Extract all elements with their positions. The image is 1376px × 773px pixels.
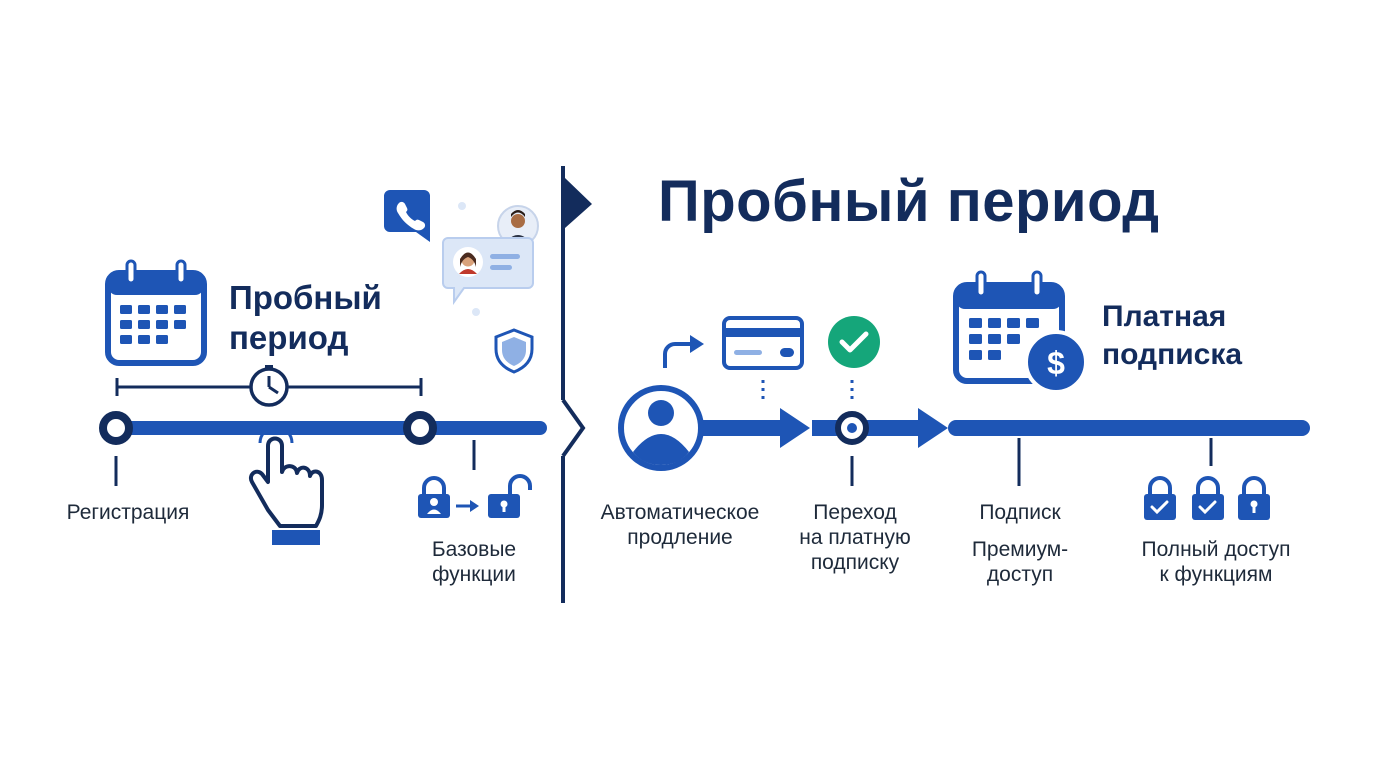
trial-block-title: Пробный период xyxy=(229,278,382,358)
curved-arrow-icon xyxy=(663,335,704,368)
user-circle-icon xyxy=(618,385,704,471)
step-basic-label: Базовые функции xyxy=(412,537,536,587)
step-transition-label: Переход на платную подписку xyxy=(785,500,925,575)
lock-person-icon xyxy=(418,476,450,518)
step-premium-label: Премиум- доступ xyxy=(955,537,1085,587)
paid-block-title: Платная подписка xyxy=(1102,298,1242,374)
check-circle-icon xyxy=(828,316,880,368)
basic-line1: Базовые xyxy=(431,538,517,561)
auto-line1: Автоматическое xyxy=(600,501,760,524)
step-auto-renew-label: Автоматическое продление xyxy=(580,500,780,550)
shield-icon xyxy=(458,202,534,374)
step-registration-label: Регистрация xyxy=(66,501,190,524)
lock-icon xyxy=(1238,476,1270,520)
check-lock-icon xyxy=(1144,476,1176,520)
premium-line1: Премиум- xyxy=(971,538,1069,561)
calendar-dollar-icon: $ xyxy=(953,270,1088,394)
transition-line3: подписку xyxy=(810,551,900,574)
step-subscription-label: Подписк xyxy=(979,501,1061,524)
page-title: Пробный период xyxy=(658,169,1160,234)
clock-icon xyxy=(249,365,289,407)
arrow-right-small-icon xyxy=(456,500,479,512)
auto-line2: продление xyxy=(627,526,733,549)
premium-line2: доступ xyxy=(986,563,1054,586)
woman-chat-icon xyxy=(442,237,534,316)
unlock-icon xyxy=(488,474,532,518)
paid-timeline xyxy=(700,380,1310,486)
basic-line2: функции xyxy=(432,563,516,586)
check-lock-icon xyxy=(1192,476,1224,520)
trial-timeline xyxy=(99,378,547,486)
transition-line1: Переход xyxy=(813,501,897,524)
credit-card-icon xyxy=(722,316,804,370)
section-divider xyxy=(561,166,592,603)
calendar-icon xyxy=(105,259,207,366)
paid-title-line2: подписка xyxy=(1102,338,1243,371)
svg-text:$: $ xyxy=(1047,345,1065,381)
hand-tap-icon xyxy=(249,425,324,545)
trial-title-line1: Пробный xyxy=(229,279,382,316)
paid-title-line1: Платная xyxy=(1102,300,1227,333)
full-line2: к функциям xyxy=(1159,563,1273,586)
phone-chat-icon xyxy=(384,190,430,242)
transition-line2: на платную xyxy=(799,526,911,549)
trial-title-line2: период xyxy=(229,319,349,356)
step-full-access-label: Полный доступ к функциям xyxy=(1116,537,1316,587)
full-line1: Полный доступ xyxy=(1141,538,1291,561)
